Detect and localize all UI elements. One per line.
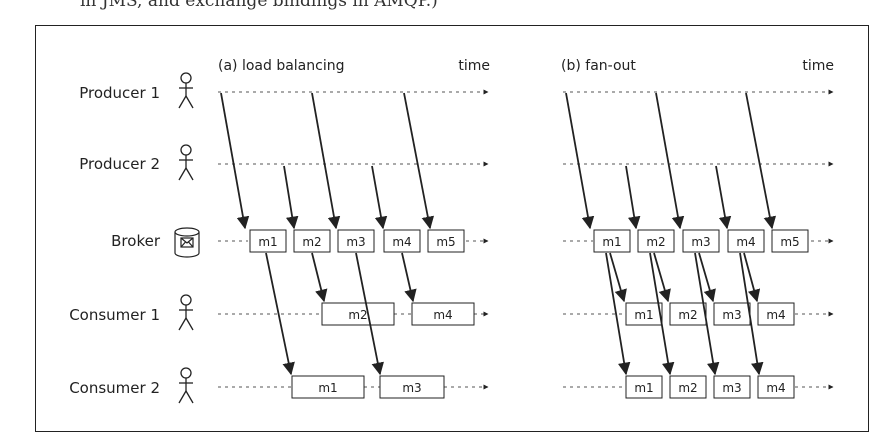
msg-box-label: m4 [736, 235, 755, 249]
msg-box-label: m4 [766, 308, 785, 322]
panel-a-broker-queue: m1 m2 m3 m4 m5 [249, 229, 465, 253]
row-label-consumer-1: Consumer 1 [69, 306, 160, 324]
msg-box-label: m5 [436, 235, 455, 249]
panel-a-consumer-1-queue: m2 m4 [321, 302, 475, 326]
panel-b-broker-queue: m1 m2 m3 m4 m5 [593, 229, 809, 253]
msg-box-label: m1 [634, 381, 653, 395]
msg-box-label: m1 [634, 308, 653, 322]
person-icon-consumer-1 [178, 294, 194, 331]
panel-b-title: (b) fan-out [561, 58, 636, 74]
msg-box [593, 229, 631, 253]
panel-b-arrows [565, 92, 777, 376]
row-label-broker: Broker [111, 232, 161, 250]
msg-box-label: m5 [780, 235, 799, 249]
msg-box [757, 302, 795, 326]
msg-box-label: m2 [302, 235, 321, 249]
person-icon-consumer-2 [178, 367, 194, 404]
msg-box [669, 302, 707, 326]
caption-top: in JMS, and exchange bindings in AMQP.) [80, 0, 438, 11]
msg-box [669, 375, 707, 399]
msg-box [383, 229, 421, 253]
msg-box [625, 302, 663, 326]
person-icon-producer-2 [178, 144, 194, 181]
msg-box [411, 302, 475, 326]
msg-box [713, 375, 751, 399]
msg-box [727, 229, 765, 253]
msg-box-label: m4 [766, 381, 785, 395]
broker-mailbox-icon [174, 227, 200, 258]
msg-box-label: m3 [722, 308, 741, 322]
msg-box [427, 229, 465, 253]
panel-a-consumer-2-queue: m1 m3 [291, 375, 445, 399]
person-icon-producer-1 [178, 72, 194, 109]
msg-box [249, 229, 287, 253]
msg-box-label: m1 [318, 381, 337, 395]
msg-box-label: m3 [691, 235, 710, 249]
msg-box [625, 375, 663, 399]
msg-box-label: m2 [646, 235, 665, 249]
msg-box-label: m3 [722, 381, 741, 395]
row-label-producer-2: Producer 2 [79, 155, 160, 173]
msg-box [293, 229, 331, 253]
figure-frame [35, 25, 869, 432]
msg-box-label: m1 [258, 235, 277, 249]
panel-a-timelines [218, 89, 489, 390]
row-label-producer-1: Producer 1 [79, 84, 160, 102]
msg-box-label: m2 [678, 381, 697, 395]
msg-box-label: m3 [402, 381, 421, 395]
panel-b-time-label: time [802, 58, 834, 74]
row-label-consumer-2: Consumer 2 [69, 379, 160, 397]
msg-box-label: m2 [678, 308, 697, 322]
msg-box [321, 302, 395, 326]
panel-a-arrows [220, 92, 435, 376]
msg-box-label: m4 [392, 235, 411, 249]
msg-box [682, 229, 720, 253]
panel-b-consumer-1-queue: m1 m2 m3 m4 [625, 302, 795, 326]
msg-box-label: m1 [602, 235, 621, 249]
msg-box-label: m3 [346, 235, 365, 249]
msg-box [757, 375, 795, 399]
msg-box-label: m2 [348, 308, 367, 322]
msg-box [637, 229, 675, 253]
msg-box [771, 229, 809, 253]
panel-a-time-label: time [458, 58, 490, 74]
panel-b-consumer-2-queue: m1 m2 m3 m4 [625, 375, 795, 399]
msg-box [337, 229, 375, 253]
msg-box [291, 375, 365, 399]
panel-b-timelines [563, 89, 834, 390]
msg-box [379, 375, 445, 399]
msg-box-label: m4 [433, 308, 452, 322]
panel-a-title: (a) load balancing [218, 58, 344, 74]
